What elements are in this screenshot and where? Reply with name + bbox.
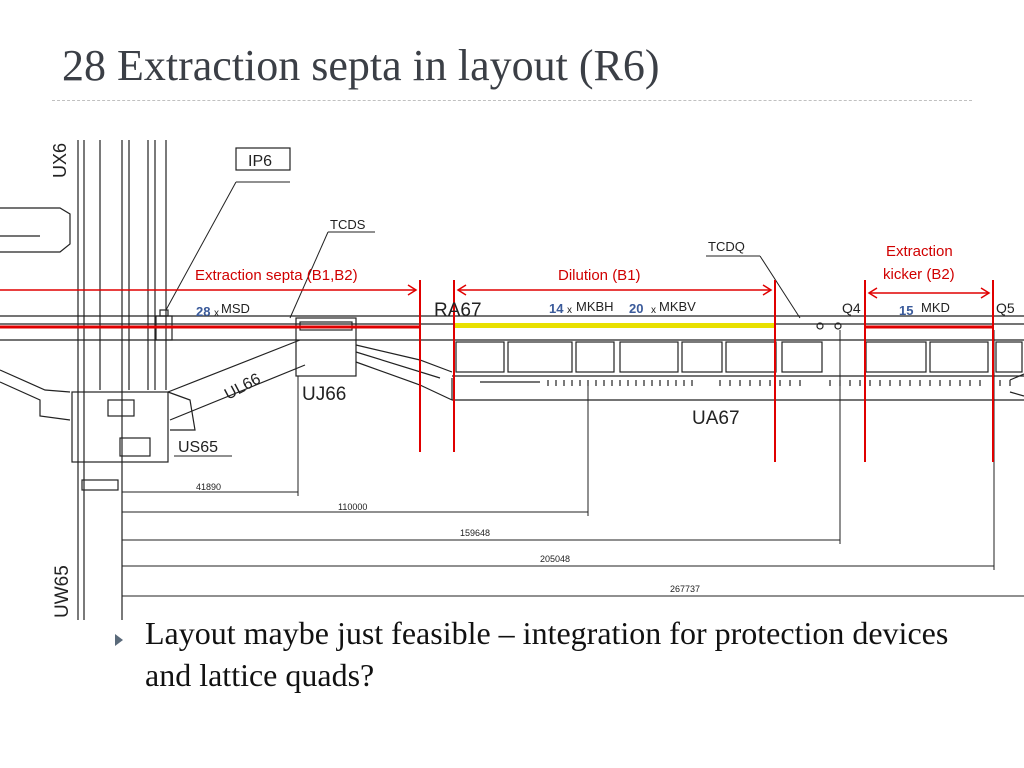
annotation-septa: Extraction septa (B1,B2) xyxy=(195,267,358,284)
annotation-arrows xyxy=(0,284,991,299)
bullet-text: Layout maybe just feasible – integration… xyxy=(145,615,949,693)
label-uj66: UJ66 xyxy=(302,384,346,405)
dimension-value: 267737 xyxy=(670,584,700,594)
label-q5: Q5 xyxy=(996,300,1015,316)
dimension-value: 159648 xyxy=(460,528,490,538)
dimension-lines xyxy=(122,330,1024,597)
annotation-kicker-line2: kicker (B2) xyxy=(883,266,955,283)
label-ul66: UL66 xyxy=(222,371,264,404)
mkbh-name: MKBH xyxy=(576,299,614,314)
annotation-dilution: Dilution (B1) xyxy=(558,267,641,284)
dilution-band xyxy=(454,323,774,328)
label-us65: US65 xyxy=(178,439,218,456)
bullet-triangle-icon xyxy=(115,634,123,646)
msd-times: x xyxy=(214,308,219,319)
dimension-value: 205048 xyxy=(540,554,570,564)
leader-lines xyxy=(165,181,801,457)
mkbv-name: MKBV xyxy=(659,299,696,314)
slide-title: 28 Extraction septa in layout (R6) xyxy=(62,41,660,90)
msd-count: 28 xyxy=(196,304,210,319)
cavern-structure xyxy=(0,140,1024,620)
mkd-name: MKD xyxy=(921,300,950,315)
msd-name: MSD xyxy=(221,301,250,316)
label-ux6: UX6 xyxy=(50,143,70,178)
label-tcdq: TCDQ xyxy=(708,239,745,254)
dimension-value: 41890 xyxy=(196,482,221,492)
section-boundaries xyxy=(419,280,994,462)
annotation-kicker-line1: Extraction xyxy=(886,243,953,260)
label-ra67: RA67 xyxy=(434,300,482,321)
label-uw65: UW65 xyxy=(52,565,73,618)
tunnel-layout-diagram: UX6 IP6 TCDS TCDQ RA67 UL66 UJ66 US65 UA… xyxy=(0,140,1024,620)
mkd-count: 15 xyxy=(899,303,913,318)
mkbv-times: x xyxy=(651,305,656,316)
mkbh-count: 14 xyxy=(549,301,564,316)
label-ua67: UA67 xyxy=(692,408,740,429)
label-tcds: TCDS xyxy=(330,217,366,232)
label-ip6: IP6 xyxy=(248,153,272,170)
ip6-box xyxy=(235,147,291,171)
dimension-value: 110000 xyxy=(338,502,367,512)
title-divider xyxy=(52,100,972,101)
mkbv-count: 20 xyxy=(629,301,643,316)
mkbh-times: x xyxy=(567,305,572,316)
label-q4: Q4 xyxy=(842,300,861,316)
